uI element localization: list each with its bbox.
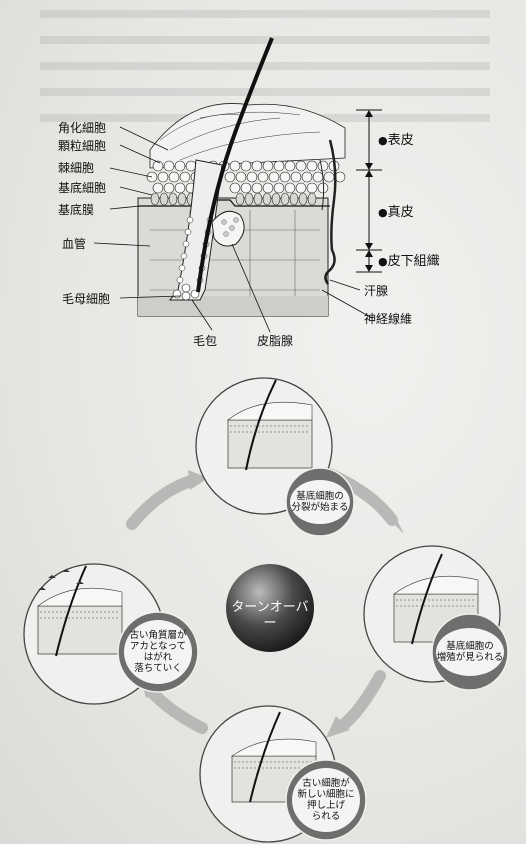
skin-cross-section	[40, 10, 490, 333]
step-1-caption: 基底細胞の 分裂が始まる	[291, 491, 349, 513]
layer-shinpi-text: 真皮	[387, 205, 414, 220]
label-shinkei-sen-i: 神経線維	[364, 312, 413, 326]
label-kansen: 汗腺	[364, 284, 389, 298]
step-3-caption: 古い細胞が 新しい細胞に 押し上げ られる	[297, 778, 355, 822]
bullet-dot: ●	[378, 134, 388, 147]
label-kiteimaku: 基底膜	[58, 203, 95, 217]
label-karyu-saibou: 顆粒細胞	[58, 139, 107, 153]
layer-hyohi: ●表皮	[378, 134, 414, 148]
layer-hika-soshiki: ●皮下組織	[378, 255, 440, 269]
bullet-dot: ●	[378, 206, 388, 219]
label-hishisen: 皮脂腺	[257, 334, 294, 348]
step-4-caption: 古い角質層が アカとなって はがれ 落ちていく	[129, 630, 187, 674]
label-kekkan: 血管	[62, 237, 87, 251]
label-kyoku-saibou: 棘細胞	[58, 161, 95, 175]
step-2-caption: 基底細胞の 増殖が見られる	[436, 641, 504, 663]
label-kitei-saibou: 基底細胞	[58, 181, 107, 195]
turnover-center-label: ターンオーバー	[231, 600, 309, 631]
label-mouhou: 毛包	[193, 334, 218, 348]
layer-shinpi: ●真皮	[378, 206, 414, 220]
layer-hyohi-text: 表皮	[387, 133, 414, 148]
bullet-dot: ●	[378, 255, 388, 268]
layer-hika-text: 皮下組織	[387, 254, 440, 269]
label-mobo-saibou: 毛母細胞	[62, 292, 111, 306]
label-kakuka-saibou: 角化細胞	[58, 121, 107, 135]
